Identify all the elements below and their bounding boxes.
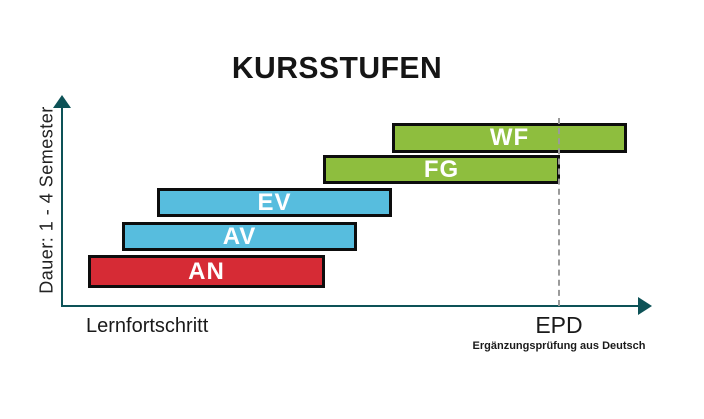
bar-av-label: AV (222, 222, 257, 250)
bar-av: AV (122, 222, 357, 251)
chart-title: KURSSTUFEN (231, 50, 443, 85)
y-axis-line (61, 105, 63, 307)
epd-dashed-line (558, 118, 560, 306)
bar-fg-label: FG (423, 155, 460, 183)
epd-label: EPD (535, 312, 583, 338)
y-axis-label: Dauer: 1 - 4 Semester (36, 106, 57, 294)
epd-subtitle: Ergänzungsprüfung aus Deutsch (472, 340, 646, 352)
bar-wf: WF (392, 123, 627, 153)
y-axis-arrow-icon (53, 95, 71, 108)
bar-an: AN (88, 255, 325, 288)
bar-ev-label: EV (257, 188, 292, 216)
bar-an-label: AN (188, 257, 225, 285)
x-axis-label: Lernfortschritt (86, 315, 209, 337)
x-axis-line (61, 305, 639, 307)
bar-fg: FG (323, 155, 560, 184)
x-axis-arrow-icon (638, 297, 652, 315)
bar-ev: EV (157, 188, 392, 217)
bar-wf-label: WF (489, 124, 530, 151)
